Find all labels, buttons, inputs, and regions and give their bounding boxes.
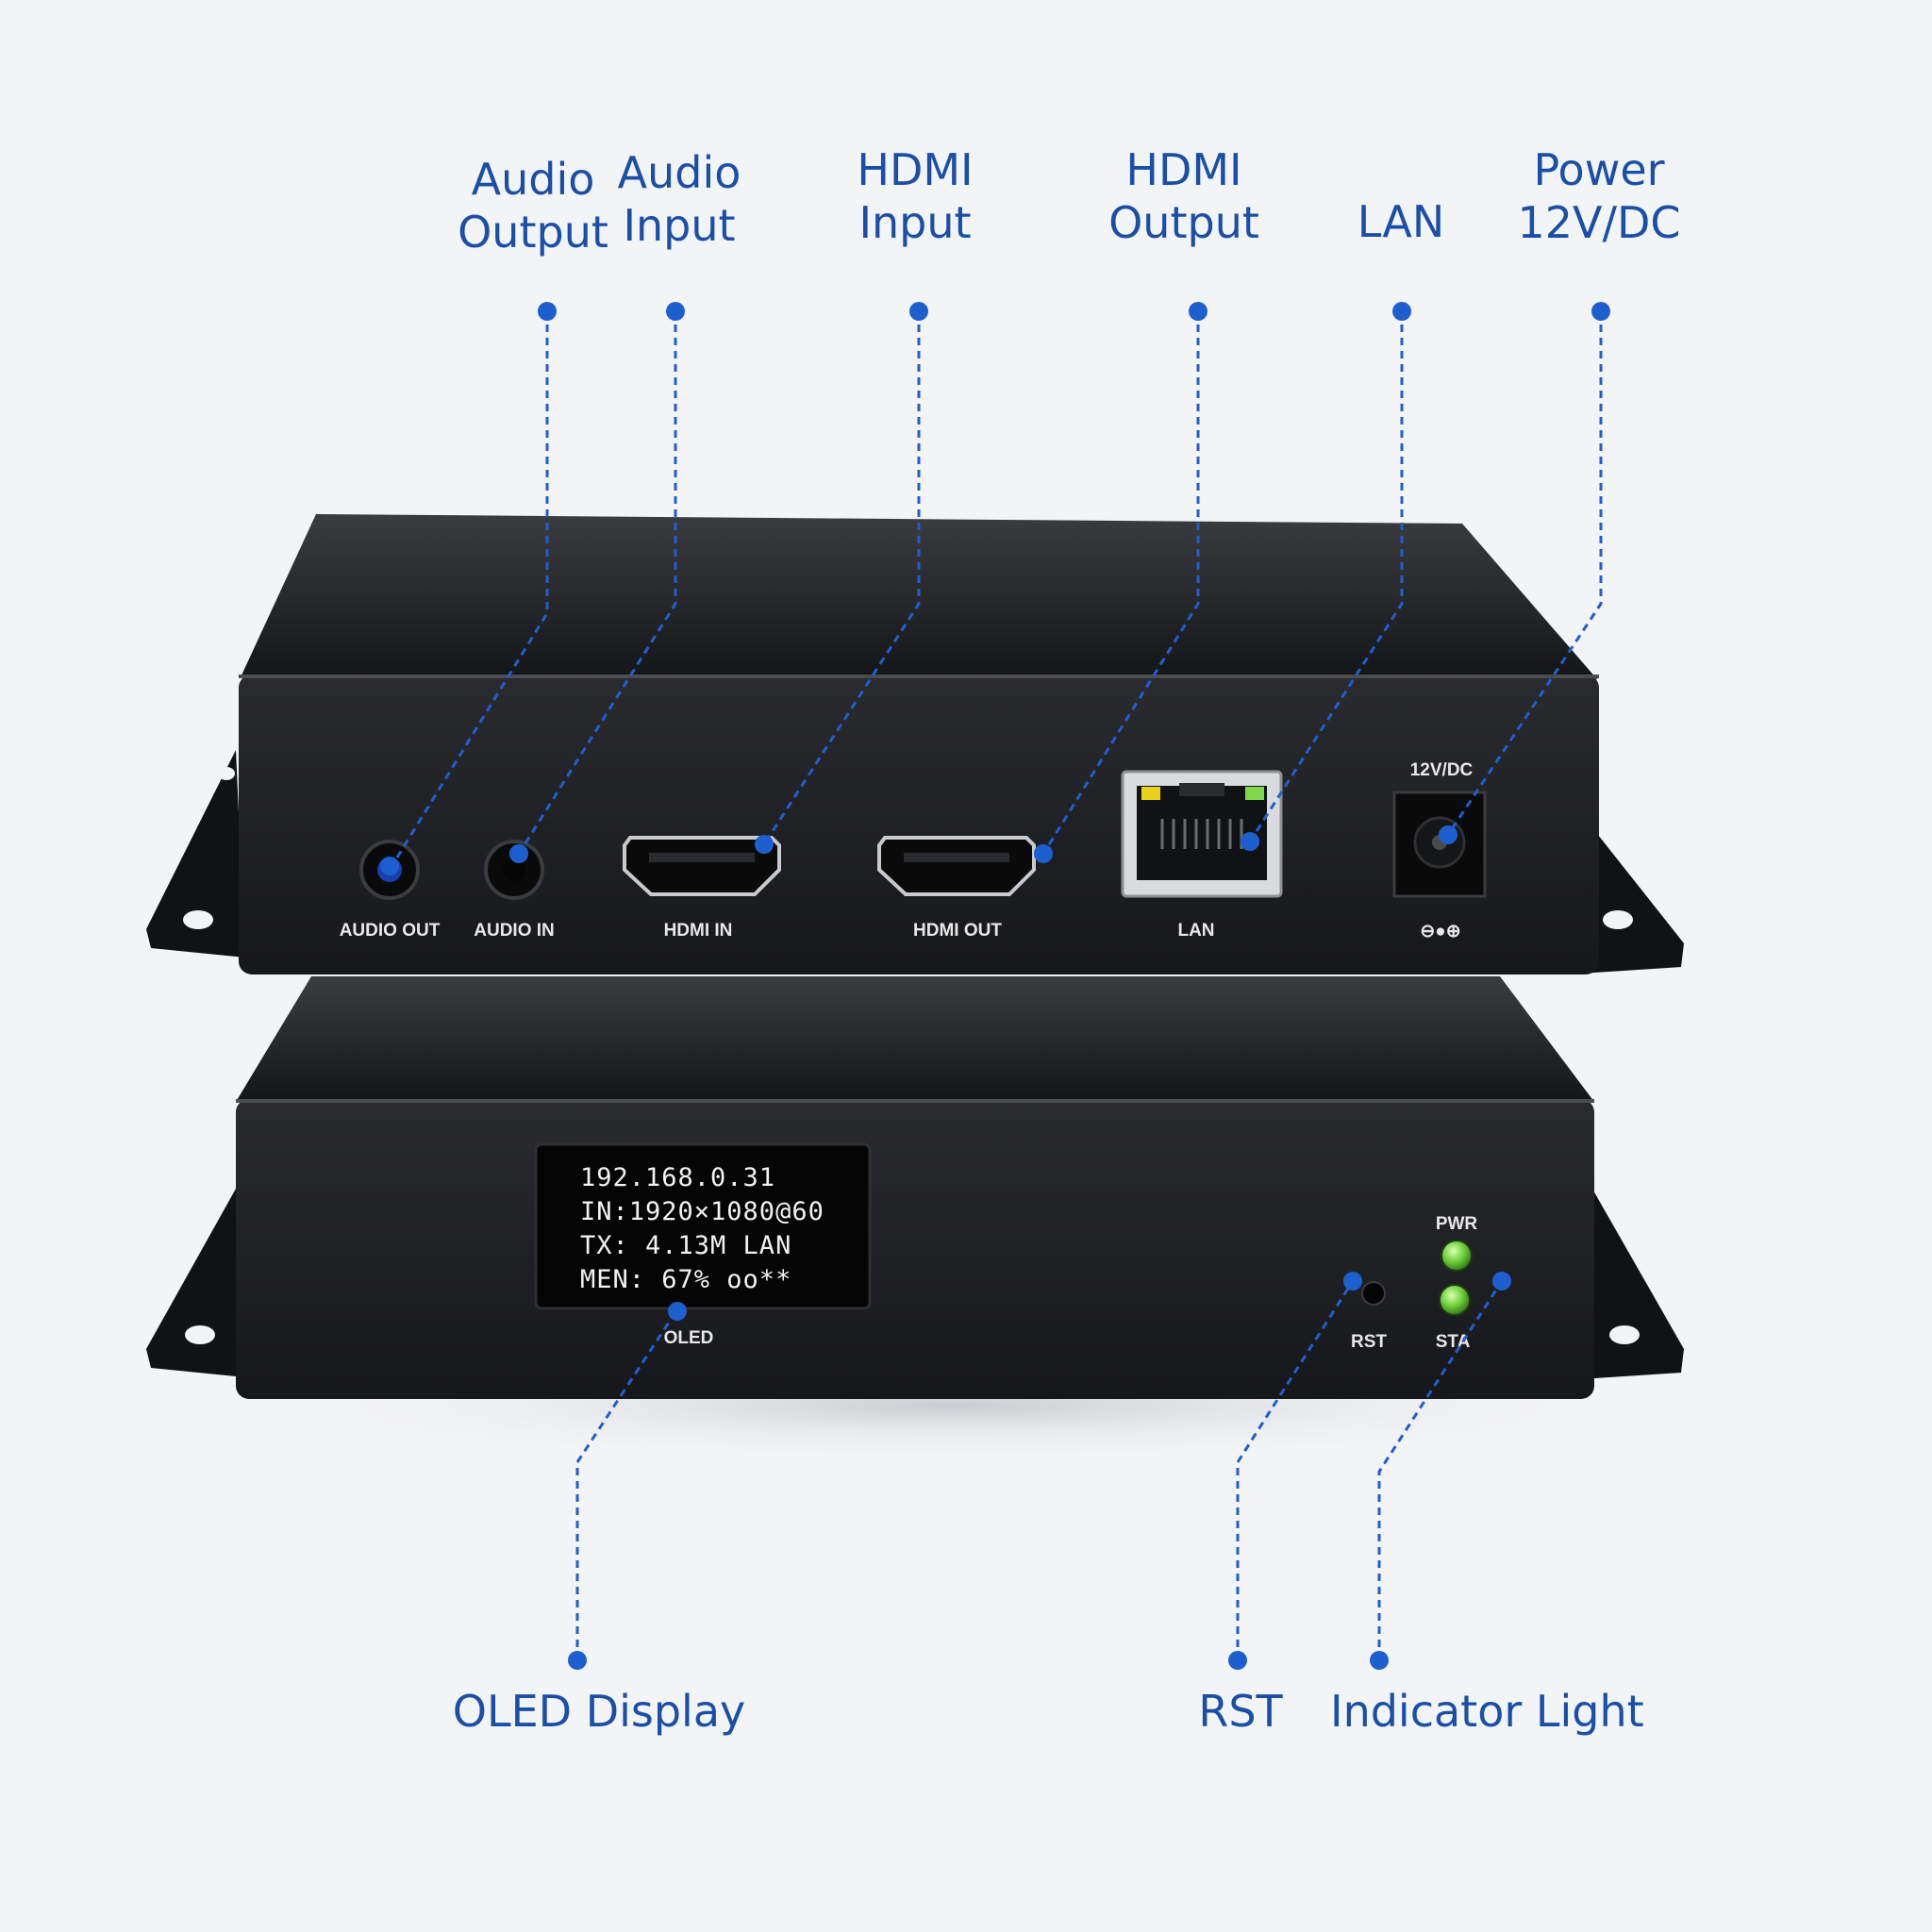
callout-audio-output: Audio Output xyxy=(458,154,608,258)
dot-hdmi-output-top xyxy=(1189,302,1208,321)
callout-indicator-light: Indicator Light xyxy=(1330,1686,1644,1737)
audio-out-label: AUDIO OUT xyxy=(340,921,441,941)
oled-line-4: MEN: 67% oo** xyxy=(580,1265,791,1294)
dot-lan-end xyxy=(1241,832,1259,851)
leader-rst xyxy=(1236,1280,1355,1660)
dot-audio-output-end xyxy=(380,857,399,875)
lower-left-flange xyxy=(146,1189,245,1377)
leader-audio-input xyxy=(517,311,677,855)
lower-top-face xyxy=(236,976,1594,1102)
pwr-led xyxy=(1441,1240,1473,1272)
leader-lines xyxy=(388,311,1603,1660)
upper-left-screw-hole xyxy=(183,910,213,929)
dot-power-end xyxy=(1439,825,1457,844)
dot-indicator-light-end xyxy=(1492,1272,1511,1291)
dot-audio-input-end xyxy=(509,844,528,863)
oled-line-2: IN:1920×1080@60 xyxy=(580,1197,824,1226)
dot-power-top xyxy=(1591,302,1610,321)
dot-rst-bottom xyxy=(1228,1651,1247,1670)
callout-oled-display: OLED Display xyxy=(452,1686,746,1737)
upper-left-flange xyxy=(146,750,245,958)
lan-led-green xyxy=(1245,787,1264,800)
rst-pinhole[interactable] xyxy=(1361,1281,1386,1306)
hdmi-in-label: HDMI IN xyxy=(664,921,733,941)
oled-line-1: 192.168.0.31 xyxy=(580,1163,775,1192)
dot-oled-display-end xyxy=(668,1302,687,1321)
sta-led xyxy=(1439,1284,1471,1316)
dot-rst-end xyxy=(1343,1272,1362,1291)
hdmi-in-port[interactable] xyxy=(623,836,781,896)
oled-label: OLED xyxy=(664,1328,714,1348)
callout-dots xyxy=(380,302,1610,1670)
leader-oled-display xyxy=(575,1308,679,1660)
callout-power: Power 12V/DC xyxy=(1517,144,1681,248)
lan-label: LAN xyxy=(1177,921,1214,941)
callout-lan: LAN xyxy=(1357,196,1445,247)
power-label: 12V/DC xyxy=(1410,760,1474,780)
dot-hdmi-input-end xyxy=(755,835,774,854)
rst-label: RST xyxy=(1351,1332,1387,1352)
callout-hdmi-input: HDMI Input xyxy=(857,144,974,248)
lower-right-screw-hole xyxy=(1609,1325,1640,1344)
oled-line-3: TX: 4.13M LAN xyxy=(580,1231,791,1260)
callout-hdmi-output: HDMI Output xyxy=(1108,144,1259,248)
dot-audio-input-top xyxy=(666,302,685,321)
dot-oled-display-bottom xyxy=(568,1651,587,1670)
polarity-symbol: ⊖●⊕ xyxy=(1420,922,1460,941)
oled-screen xyxy=(534,1142,872,1310)
upper-unit: AUDIO OUT AUDIO IN HDMI IN HDMI OUT xyxy=(146,514,1684,974)
upper-right-flange xyxy=(1580,830,1684,974)
upper-top-face xyxy=(241,514,1597,679)
leader-lan xyxy=(1248,311,1404,842)
dot-indicator-light-bottom xyxy=(1370,1651,1389,1670)
leader-indicator-light xyxy=(1377,1280,1504,1660)
leader-hdmi-input xyxy=(762,311,921,845)
callout-rst: RST xyxy=(1198,1686,1283,1737)
upper-right-screw-hole xyxy=(1603,910,1633,929)
dot-lan-top xyxy=(1392,302,1411,321)
callout-audio-input: Audio Input xyxy=(617,147,741,251)
leader-power xyxy=(1446,311,1603,836)
leader-audio-output xyxy=(388,311,549,871)
dot-hdmi-input-top xyxy=(909,302,928,321)
lan-led-yellow xyxy=(1141,787,1160,800)
audio-in-label: AUDIO IN xyxy=(474,921,555,941)
lower-left-screw-hole xyxy=(185,1325,215,1344)
lower-unit: 192.168.0.31 IN:1920×1080@60 TX: 4.13M L… xyxy=(146,976,1684,1399)
dot-hdmi-output-end xyxy=(1034,844,1053,863)
dot-audio-output-top xyxy=(538,302,557,321)
lower-right-flange xyxy=(1580,1184,1684,1379)
upper-front-panel xyxy=(239,675,1599,974)
hdmi-out-port[interactable] xyxy=(877,836,1036,896)
pwr-label: PWR xyxy=(1436,1214,1478,1234)
lower-front-panel xyxy=(236,1099,1594,1399)
sta-label: STA xyxy=(1436,1332,1471,1352)
hdmi-out-label: HDMI OUT xyxy=(913,921,1002,941)
leader-hdmi-output xyxy=(1041,311,1200,855)
